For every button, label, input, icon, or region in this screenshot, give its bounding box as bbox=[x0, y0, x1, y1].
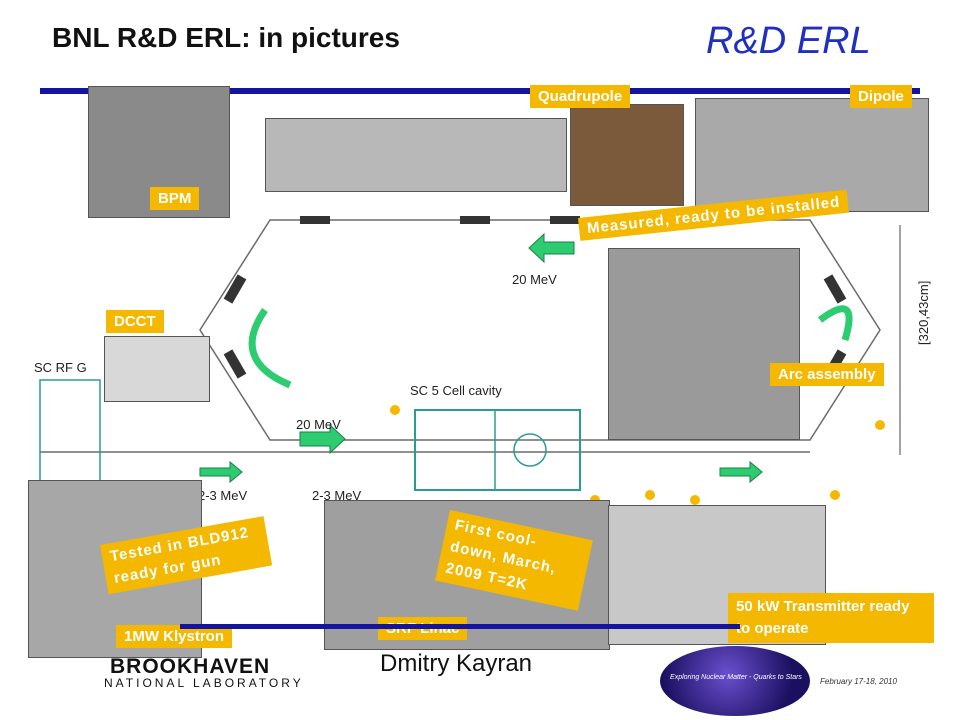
energy-label-low-mid: 2-3 MeV bbox=[312, 488, 362, 503]
arc-assembly-tag: Arc assembly bbox=[770, 363, 884, 386]
arc-assembly-photo bbox=[608, 248, 800, 440]
magnet-photo bbox=[265, 118, 567, 192]
nuclear-physics-logo: Exploring Nuclear Matter - Quarks to Sta… bbox=[660, 646, 810, 716]
transmitter-tag: 50 kW Transmitter ready to operate bbox=[728, 593, 934, 643]
quadrupole-tag: Quadrupole bbox=[530, 85, 631, 108]
gun-label: SC RF G bbox=[34, 360, 87, 375]
cavity-label: SC 5 Cell cavity bbox=[410, 383, 502, 398]
bpm-tag: BPM bbox=[150, 187, 200, 210]
erl-lattice-diagram bbox=[39, 216, 901, 505]
page-title: BNL R&D ERL: in pictures bbox=[52, 22, 400, 53]
footer-rule bbox=[180, 624, 740, 629]
bnl-logo: BROOKHAVEN bbox=[110, 655, 271, 678]
logo-text: Exploring Nuclear Matter - Quarks to Sta… bbox=[670, 674, 802, 681]
klystron-tag: 1MW Klystron bbox=[116, 625, 233, 648]
dcct-tag: DCCT bbox=[106, 310, 164, 333]
energy-label-low-left: 2-3 MeV bbox=[198, 488, 248, 503]
brand-title: R&D ERL bbox=[706, 20, 871, 62]
bnl-logo-subtitle: NATIONAL LABORATORY bbox=[104, 676, 304, 690]
energy-label-top: 20 MeV bbox=[512, 272, 557, 287]
quadrupole-photo bbox=[570, 104, 684, 206]
author-name: Dmitry Kayran bbox=[380, 650, 533, 677]
header-rule bbox=[40, 88, 920, 94]
date-label: February 17-18, 2010 bbox=[820, 677, 897, 686]
dipole-tag: Dipole bbox=[850, 85, 912, 108]
dcct-photo bbox=[104, 336, 210, 402]
dimension-label: [320,43cm] bbox=[916, 280, 931, 345]
energy-label-mid: 20 MeV bbox=[296, 417, 341, 432]
